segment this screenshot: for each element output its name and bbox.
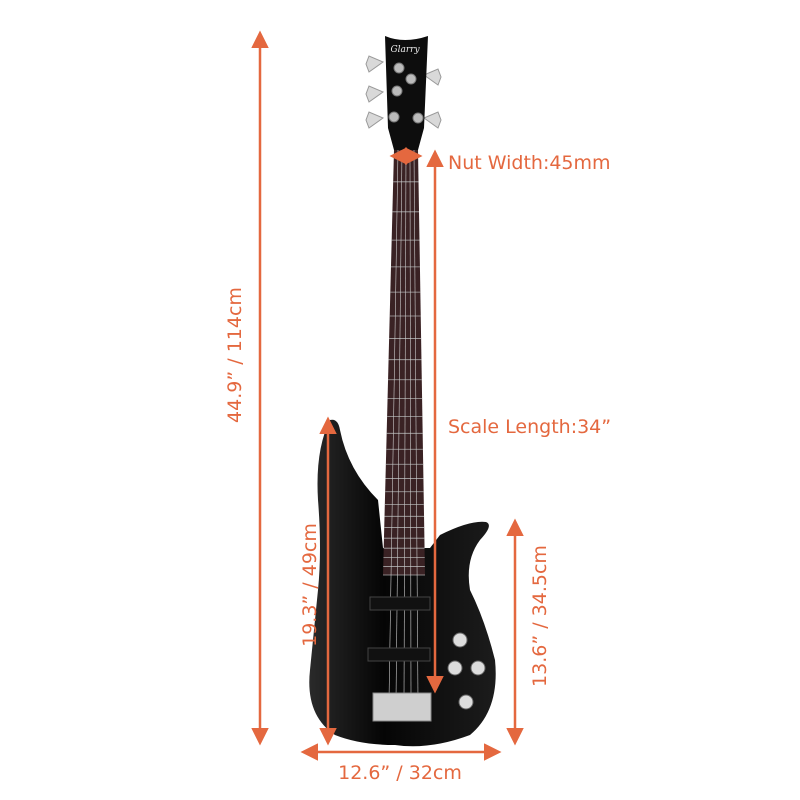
bridge — [372, 692, 432, 722]
body-length-label: 19.3” / 49cm — [299, 523, 321, 647]
fretboard — [383, 150, 425, 575]
tuner-pegs — [365, 55, 442, 129]
dimension-arrows — [251, 30, 524, 761]
scale-length-label: Scale Length:34” — [448, 416, 612, 438]
body-width-label: 12.6” / 32cm — [338, 762, 462, 784]
lower-body-length-label: 13.6” / 34.5cm — [529, 545, 551, 687]
brand-logo: Glarry — [390, 45, 420, 55]
overall-length-label: 44.9” / 114cm — [224, 287, 246, 423]
nut-width-label: Nut Width:45mm — [448, 152, 611, 174]
